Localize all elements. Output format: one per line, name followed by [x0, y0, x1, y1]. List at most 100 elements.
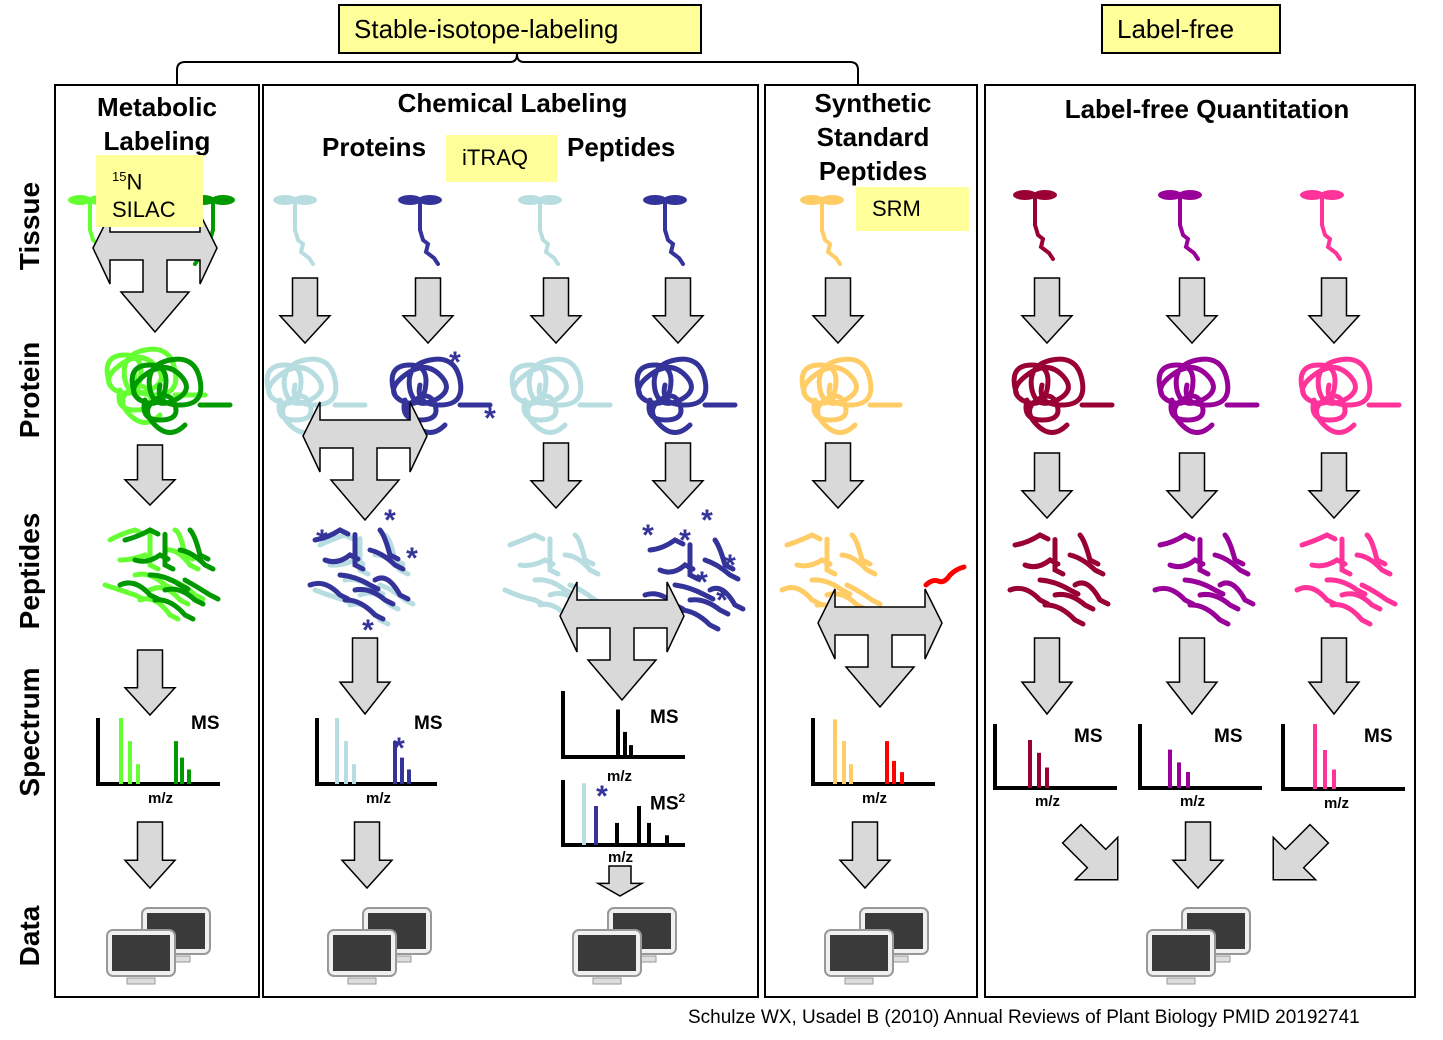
peptides-pink-fragment	[1324, 577, 1368, 597]
peptides-light-green-fragment	[102, 582, 146, 602]
peptides-pink-fragment	[1329, 602, 1373, 627]
peptides-pink-fragment	[1299, 532, 1338, 548]
seedling-orange-stem	[820, 198, 842, 266]
seedling-light-blue-1-leaf-left	[273, 195, 297, 205]
peptides-maroon-fragment	[1007, 585, 1051, 607]
spectrum-lf-maroon-axes	[993, 724, 1117, 790]
computer-icon-metabolic-stand	[126, 977, 156, 985]
peptides-purple-fragment	[1167, 557, 1206, 570]
peptides-dark-blue-2-fragment	[687, 597, 731, 617]
peptides-pink-fragment	[1294, 585, 1338, 607]
ms-label-metabolic: MS	[191, 713, 220, 734]
row-label-spectrum: Spectrum	[14, 667, 45, 797]
seedling-purple-stem	[1178, 193, 1200, 261]
ms2-superscript: 2	[678, 791, 686, 805]
arrow-chem-6	[651, 277, 705, 345]
arrow-lf-3-pink	[1307, 637, 1361, 716]
peptides-maroon-fragment	[1072, 580, 1111, 607]
mz-label-lf-pink: m/z	[1324, 795, 1350, 812]
peptides-orange-fragment	[844, 582, 883, 607]
peptides-light-green-fragment	[172, 527, 196, 562]
peptides-dark-green-fragment	[152, 597, 196, 622]
label-star: *	[393, 732, 405, 765]
panel-metabolic-labeling	[54, 84, 260, 998]
peptides-dark-green-fragment	[122, 527, 161, 543]
merge-arrow-chem-proteins	[302, 401, 428, 522]
arrow-syn-2	[811, 442, 865, 510]
seedling-dark-green-leaf-right	[211, 195, 235, 205]
peptides-dark-blue-2-fragment	[702, 557, 741, 582]
arrow-chem-5	[529, 277, 583, 345]
seedling-dark-blue-2-leaf-left	[643, 195, 667, 205]
protein-dark-green	[129, 356, 233, 435]
arrow-lf-diag-left	[1061, 823, 1119, 881]
peptides-orange-fragment	[824, 536, 838, 577]
seedling-light-blue-2-leaf-left	[518, 195, 542, 205]
stable-isotope-labeling-box: Stable-isotope-labeling	[338, 4, 702, 54]
computer-icon-chem-proteins-stand	[347, 977, 377, 985]
peptides-light-blue-2-fragment	[562, 552, 601, 577]
silac-label: SILAC	[112, 197, 176, 223]
seedling-orange-leaf-left	[800, 195, 824, 205]
panel-synthetic-standard-peptides	[764, 84, 978, 998]
computer-icon-metabolic	[106, 907, 211, 985]
arrow-syn-1	[811, 277, 865, 345]
peptides-dark-blue-1-fragment	[337, 572, 381, 592]
peptides-orange-fragment	[809, 577, 853, 597]
peptides-light-blue-2-fragment	[517, 557, 556, 568]
computer-icon-label-free-screen	[1152, 935, 1210, 971]
peptides-maroon-fragment	[1012, 532, 1051, 548]
label-star: *	[679, 524, 691, 557]
seedling-light-blue-2-stem	[538, 198, 560, 266]
peptides-maroon-fragment	[1077, 532, 1101, 567]
peptides-light-green-fragment	[162, 547, 201, 572]
chemical-proteins-subtitle: Proteins	[322, 132, 427, 162]
mz-label-chem-proteins: m/z	[366, 790, 392, 807]
peptides-orange-fragment	[839, 552, 878, 577]
peptides-orange-fragment	[779, 585, 823, 607]
arrow-lf-3-maroon	[1020, 637, 1074, 716]
row-label-protein: Protein	[14, 341, 45, 439]
protein-purple	[1156, 356, 1260, 435]
spectrum-lf-pink-axes	[1281, 724, 1405, 791]
seedling-maroon-leaf-left	[1013, 190, 1037, 200]
seedling-light-blue-2-leaf-right	[538, 195, 562, 205]
merge-arrow-synthetic	[817, 588, 943, 709]
peptides-dark-blue-2-fragment	[712, 537, 736, 572]
peptides-purple-fragment	[1182, 577, 1226, 597]
arrow-lf-2-purple	[1165, 452, 1219, 520]
peptides-orange-fragment	[794, 557, 833, 569]
computer-icon-chem-peptides	[572, 907, 677, 985]
peptides-light-green-fragment	[107, 527, 146, 543]
peptides-light-blue-2-fragment	[532, 577, 576, 597]
peptides-dark-green-fragment	[162, 586, 206, 607]
peptides-pink-fragment	[1339, 536, 1353, 577]
arrow-lf-diag-right-shape	[1272, 823, 1330, 881]
citation: Schulze WX, Usadel B (2010) Annual Revie…	[688, 1007, 1360, 1028]
seedling-dark-blue-1-stem	[418, 198, 440, 266]
arrow-lf-1-purple	[1165, 277, 1219, 345]
srm-tag: SRM	[856, 187, 969, 231]
computer-icon-chem-peptides-screen	[578, 935, 636, 971]
protein-light-blue-2	[509, 356, 613, 435]
spectrum-ms2-axes	[561, 780, 685, 847]
peptides-dark-blue-2-fragment	[657, 562, 696, 575]
isotope-superscript: 15	[112, 169, 127, 184]
spectrum-metabolic-axes	[96, 718, 220, 786]
chemical-peptides-subtitle: Peptides	[567, 132, 676, 162]
seedling-maroon-stem	[1033, 193, 1055, 261]
silac-15n-tag: 15N SILAC	[96, 155, 203, 227]
arrow-lf-1-pink	[1307, 277, 1361, 345]
peptides-maroon-fragment	[1067, 552, 1106, 577]
peptides-dark-blue-2-fragment	[672, 582, 716, 602]
computer-icon-synthetic-stand	[844, 977, 874, 985]
bracket-stable-isotope	[176, 53, 859, 84]
peptides-dark-blue-1-fragment	[372, 575, 411, 602]
peptides-dark-green-fragment	[147, 572, 191, 592]
seedling-dark-blue-1-leaf-left	[398, 195, 422, 205]
arrow-metabolic-3	[123, 649, 177, 717]
computer-icon-synthetic	[824, 907, 929, 985]
ms-label-chem-peptides: MS	[650, 707, 679, 728]
merge-arrow-chem-peptides	[559, 581, 685, 702]
